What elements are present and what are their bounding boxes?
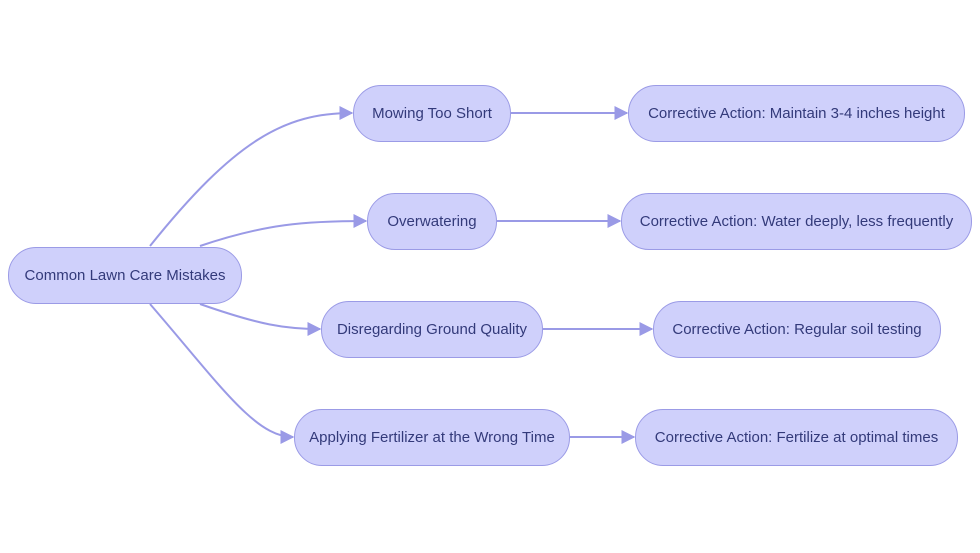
mistake-node-mowing: Mowing Too Short — [353, 85, 511, 142]
action-node-fertilizer: Corrective Action: Fertilize at optimal … — [635, 409, 958, 466]
mistake-node-fertilizer: Applying Fertilizer at the Wrong Time — [294, 409, 570, 466]
edge-root-to-overwatering — [199, 214, 368, 247]
mistake-node-overwatering: Overwatering — [367, 193, 497, 250]
edge-root-to-fertilizer — [149, 303, 295, 444]
edge-root-to-mowing — [149, 106, 354, 247]
mistake-node-ground-quality: Disregarding Ground Quality — [321, 301, 543, 358]
root-node: Common Lawn Care Mistakes — [8, 247, 242, 304]
action-node-ground-quality: Corrective Action: Regular soil testing — [653, 301, 941, 358]
action-node-overwatering: Corrective Action: Water deeply, less fr… — [621, 193, 972, 250]
action-node-mowing: Corrective Action: Maintain 3-4 inches h… — [628, 85, 965, 142]
edge-root-to-ground-quality — [199, 303, 322, 336]
